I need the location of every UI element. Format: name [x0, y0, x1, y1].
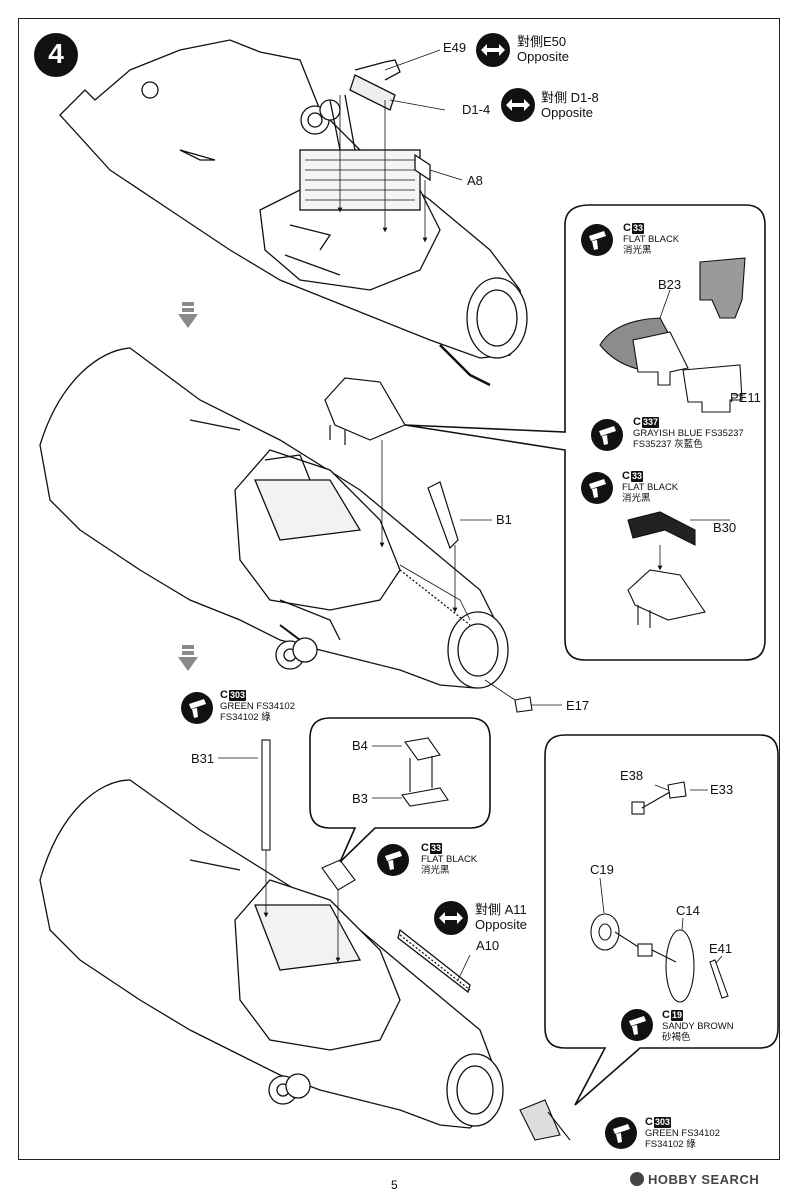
paint-number: 303 — [228, 690, 246, 701]
step-badge — [34, 33, 78, 77]
part-label-b23: B23 — [658, 277, 682, 292]
opposite-cjk: 對側 A11 — [475, 902, 527, 917]
paint-cjk: 消光黑 — [622, 493, 651, 504]
opposite-en: Opposite — [517, 49, 570, 64]
paint-letter: C — [633, 416, 641, 428]
paint-number: 33 — [630, 471, 643, 482]
part-label-b30: B30 — [713, 520, 737, 535]
part-label-a8: A8 — [467, 173, 483, 188]
paint-name: FLAT BLACK — [622, 482, 679, 493]
paint-badge-b4 — [377, 844, 409, 876]
part-shape-e17 — [514, 696, 533, 713]
callout-instrument — [544, 734, 779, 1106]
step-number: 4 — [48, 38, 64, 69]
part-label-c14: C14 — [676, 903, 700, 918]
part-label-b3: B3 — [352, 791, 368, 806]
paint-cjk: 消光黑 — [421, 865, 450, 876]
paint-number: 33 — [429, 843, 442, 854]
watermark-text: HOBBY SEARCH — [648, 1172, 760, 1187]
opposite-badge-1 — [476, 33, 510, 67]
paint-badge-b23 — [581, 224, 613, 256]
part-label-d1-4: D1-4 — [462, 102, 491, 117]
paint-badge-seat — [591, 419, 623, 451]
paint-letter: C — [421, 842, 429, 854]
paint-badge-b31 — [181, 692, 213, 724]
fuselage-view-1 — [59, 39, 528, 387]
opposite-note-d1-8: 對側 D1-8 Opposite — [541, 90, 599, 120]
part-label-b31: B31 — [191, 751, 215, 766]
paint-number: 33 — [631, 223, 644, 234]
watermark-logo-icon — [630, 1172, 644, 1186]
opposite-note-a11: 對側 A11 Opposite — [475, 902, 527, 932]
opposite-note-e50: 對側E50 Opposite — [517, 34, 569, 64]
part-label-e38: E38 — [620, 768, 644, 783]
part-label-e33: E33 — [710, 782, 734, 797]
opposite-cjk: 對側 D1-8 — [541, 90, 599, 105]
part-shape-armor — [324, 377, 406, 445]
part-label-pe11: PE11 — [730, 390, 761, 405]
paint-badge-c14 — [621, 1009, 653, 1041]
part-label-a10: A10 — [476, 938, 500, 953]
opposite-en: Opposite — [475, 917, 528, 932]
part-label-e41: E41 — [709, 941, 733, 956]
paint-number: 303 — [653, 1117, 671, 1128]
opposite-badge-2 — [501, 88, 535, 122]
paint-letter: C — [622, 470, 630, 482]
part-label-e17: E17 — [566, 698, 590, 713]
paint-badge-nozzle — [605, 1117, 637, 1149]
paint-letter: C — [623, 222, 631, 234]
paint-cjk: 消光黑 — [623, 245, 652, 256]
paint-name: GRAYISH BLUE FS35237 — [633, 428, 744, 439]
part-label-c19: C19 — [590, 862, 614, 877]
paint-name: FLAT BLACK — [421, 854, 478, 865]
fuselage-view-2 — [39, 347, 509, 689]
paint-name: GREEN FS34102 — [645, 1128, 720, 1139]
opposite-en: Opposite — [541, 105, 594, 120]
paint-cjk: FS34102 綠 — [645, 1139, 696, 1150]
opposite-cjk: 對側E50 — [517, 34, 567, 49]
callout-seat — [404, 204, 766, 661]
step-arrow-2 — [178, 645, 198, 671]
paint-name: SANDY BROWN — [662, 1021, 734, 1032]
watermark: HOBBY SEARCH — [630, 1172, 759, 1187]
paint-name: GREEN FS34102 — [220, 701, 295, 712]
paint-name: FLAT BLACK — [623, 234, 680, 245]
paint-number: 19 — [670, 1010, 683, 1021]
part-shape-b1 — [427, 481, 459, 550]
part-label-b4: B4 — [352, 738, 368, 753]
part-label-b1: B1 — [496, 512, 512, 527]
paint-badge-b30 — [581, 472, 613, 504]
paint-letter: C — [220, 689, 228, 701]
paint-letter: C — [662, 1009, 670, 1021]
paint-letter: C — [645, 1116, 653, 1128]
fuselage-view-3 — [39, 779, 504, 1129]
paint-cjk: FS34102 綠 — [220, 712, 271, 723]
paint-cjk: 砂褐色 — [662, 1032, 691, 1043]
part-label-e49: E49 — [443, 40, 467, 55]
paint-number: 337 — [641, 417, 659, 428]
paint-cjk: FS35237 灰藍色 — [633, 439, 703, 450]
callout-b4-b3 — [309, 717, 491, 863]
step-arrow-1 — [178, 302, 198, 328]
page-frame — [18, 18, 780, 1160]
opposite-badge-3 — [434, 901, 468, 935]
page-number: 5 — [391, 1178, 398, 1192]
